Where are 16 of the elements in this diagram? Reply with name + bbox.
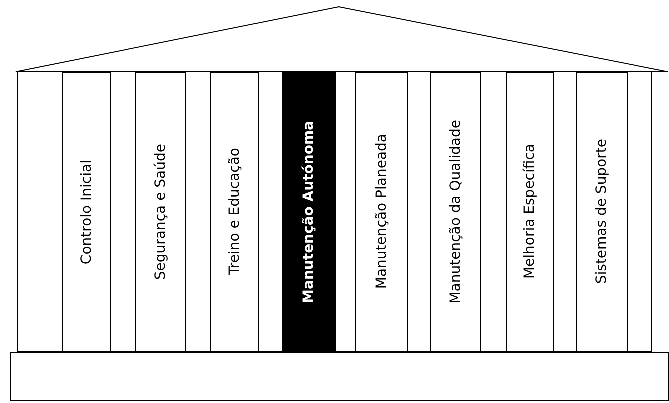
pillar-label: Segurança e Saúde bbox=[152, 144, 168, 280]
pillar bbox=[355, 72, 408, 352]
pillar-label: Controlo Inicial bbox=[78, 160, 94, 264]
pillar bbox=[430, 72, 481, 352]
pillar-label: Sistemas de Suporte bbox=[594, 139, 610, 285]
pillar-label: Treino e Educação bbox=[226, 148, 242, 276]
pillar-label: Melhoria Específica bbox=[522, 144, 538, 280]
pillar-label: Manutenção Autónoma bbox=[301, 120, 317, 304]
pillar bbox=[62, 72, 111, 352]
pillar bbox=[506, 72, 554, 352]
pillar bbox=[282, 72, 336, 352]
pillar-label: Manutenção da Qualidade bbox=[448, 120, 464, 304]
pillar bbox=[135, 72, 186, 352]
pillar bbox=[210, 72, 259, 352]
pillar bbox=[576, 72, 628, 352]
pillar-label: Manutenção Planeada bbox=[374, 134, 390, 290]
